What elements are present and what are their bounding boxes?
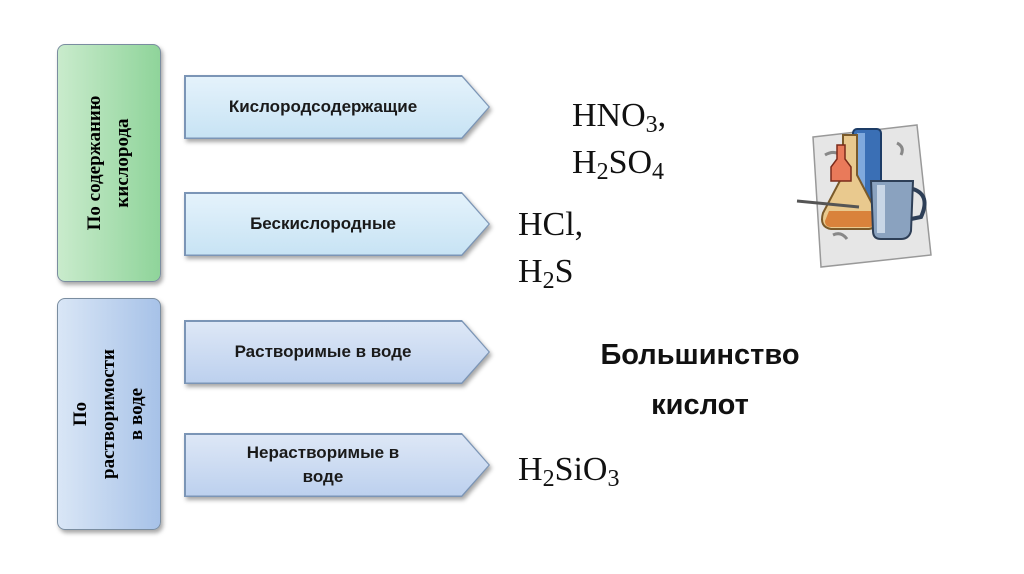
arrow-insoluble: Нерастворимые в воде: [184, 433, 490, 497]
arrow-soluble-label: Растворимые в воде: [184, 320, 462, 384]
formula-hno3: HNO3,: [572, 93, 666, 139]
formula-h2s-a: H: [518, 253, 543, 290]
formula-h2sio3-sub2: 3: [607, 466, 619, 492]
category-solubility-line3: в воде: [123, 349, 151, 479]
formula-h2sio3-sub: 2: [543, 466, 555, 492]
formula-hno3-base: HNO: [572, 97, 646, 134]
formula-hno3-sub: 3: [646, 112, 658, 138]
category-oxygen-label: По содержанию кислорода: [81, 96, 137, 231]
category-oxygen-line2: кислорода: [109, 96, 137, 231]
arrow-insoluble-line1: Нерастворимые в: [247, 441, 400, 465]
formula-h2so4-b: SO: [609, 144, 652, 181]
formula-h2sio3: H2SiO3: [518, 447, 619, 493]
category-oxygen-line1: По содержанию: [81, 96, 109, 231]
arrow-insoluble-label: Нерастворимые в воде: [184, 433, 462, 497]
majority-line1: Большинство: [560, 330, 840, 380]
category-solubility-line2: растворимости: [95, 349, 123, 479]
majority-line2: кислот: [560, 380, 840, 430]
formula-h2sio3-a: H: [518, 451, 543, 488]
category-oxygen-content: По содержанию кислорода: [57, 44, 161, 282]
arrow-insoluble-line2: воде: [303, 465, 344, 489]
category-solubility-line1: По: [67, 349, 95, 479]
formula-h2so4-sub2: 4: [652, 159, 664, 185]
formula-hno3-tail: ,: [658, 97, 667, 134]
category-solubility-label: По растворимости в воде: [67, 349, 151, 479]
arrow-soluble: Растворимые в воде: [184, 320, 490, 384]
arrow-oxygen-free-label: Бескислородные: [184, 192, 462, 256]
formula-h2so4-a: H: [572, 144, 597, 181]
formula-h2so4-sub: 2: [597, 159, 609, 185]
arrow-oxygen-containing: Кислородсодержащие: [184, 75, 490, 139]
formula-hcl: HCl,: [518, 202, 583, 248]
category-solubility: По растворимости в воде: [57, 298, 161, 530]
arrow-oxygen-containing-label: Кислородсодержащие: [184, 75, 462, 139]
formula-h2so4: H2SO4: [572, 140, 664, 186]
formula-h2s-b: S: [555, 253, 574, 290]
arrow-oxygen-free: Бескислородные: [184, 192, 490, 256]
formula-h2sio3-b: SiO: [555, 451, 608, 488]
formula-h2s-sub: 2: [543, 268, 555, 294]
majority-acids-text: Большинство кислот: [560, 330, 840, 430]
formula-h2s: H2S: [518, 249, 573, 295]
lab-glassware-icon: [785, 115, 945, 275]
